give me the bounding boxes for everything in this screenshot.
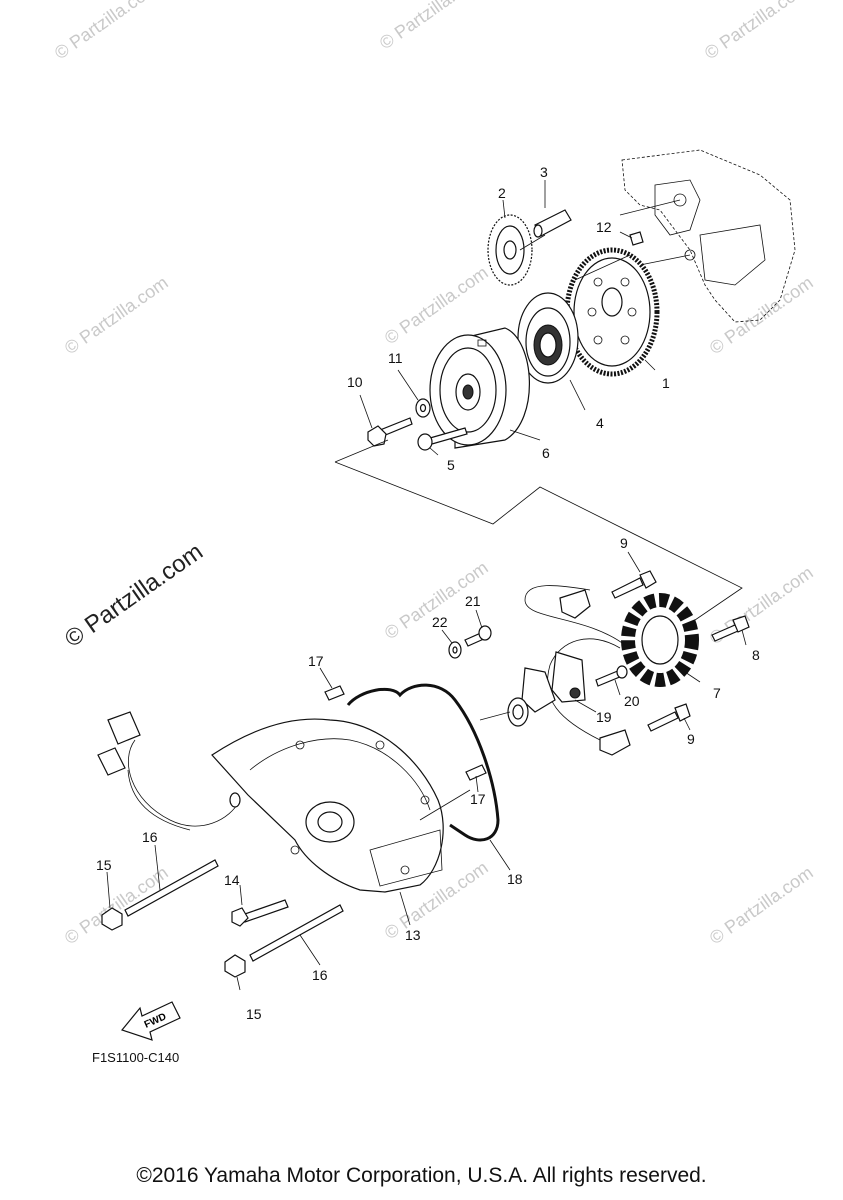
part-18-gasket: [346, 683, 500, 842]
callout-18: 18: [507, 871, 523, 887]
part-5-bolt: [417, 427, 468, 451]
watermark: © Partzilla.com: [701, 0, 812, 63]
guide-lines: [334, 234, 743, 621]
watermark: © Partzilla.com: [51, 0, 162, 63]
callout-20: 20: [624, 693, 640, 709]
harness: [97, 711, 241, 831]
callout-11: 11: [388, 350, 403, 366]
part-22-washer: [448, 641, 462, 659]
callout-19: 19: [596, 709, 612, 725]
diagram-code: F1S1100-C140: [92, 1050, 179, 1065]
callout-7: 7: [713, 685, 721, 701]
part-21-bolt: [464, 625, 492, 647]
watermark: © Partzilla.com: [61, 272, 172, 358]
part-17-dowel-upper: [324, 685, 345, 701]
stator-wiring: [524, 585, 631, 756]
callout-17-lower: 17: [470, 791, 486, 807]
part-2-gear: [487, 214, 533, 286]
part-15-nut-lower: [224, 954, 246, 978]
part-14-bolt: [231, 899, 289, 927]
callout-17-upper: 17: [308, 653, 324, 669]
watermark: © Partzilla.com: [706, 272, 817, 358]
part-17-dowel-lower: [465, 764, 487, 781]
callout-12: 12: [596, 219, 612, 235]
callout-6: 6: [542, 445, 550, 461]
watermark-main: © Partzilla.com: [60, 538, 208, 653]
callout-8: 8: [752, 647, 760, 663]
callout-1: 1: [662, 375, 670, 391]
watermark: © Partzilla.com: [61, 862, 172, 948]
callout-16-upper: 16: [142, 829, 158, 845]
callout-9-upper: 9: [620, 535, 628, 551]
part-12-key: [629, 231, 644, 246]
part-16-stud-lower: [249, 904, 344, 962]
callout-labels: 1 2 3 4 5 6 7 8 9 9 10 11 12 13 14 15 15…: [96, 164, 760, 1022]
callout-21: 21: [465, 593, 481, 609]
part-1-large-gear: [564, 247, 660, 377]
callout-4: 4: [596, 415, 604, 431]
part-15-nut-upper: [101, 907, 123, 931]
callout-9-lower: 9: [687, 731, 695, 747]
part-7-stator: [621, 593, 699, 687]
watermark: © Partzilla.com: [376, 0, 487, 53]
part-10-bolt: [367, 417, 413, 447]
callout-14: 14: [224, 872, 240, 888]
callout-15-upper: 15: [96, 857, 112, 873]
callout-13: 13: [405, 927, 421, 943]
part-4-starter-clutch: [517, 292, 579, 384]
fwd-arrow-icon: FWD: [120, 1001, 181, 1041]
copyright-footer: ©2016 Yamaha Motor Corporation, U.S.A. A…: [136, 1164, 707, 1187]
part-3-pin: [533, 209, 572, 238]
callout-2: 2: [498, 185, 506, 201]
callout-3: 3: [540, 164, 548, 180]
crankcase-outline: [619, 149, 796, 323]
part-9-bolt-lower: [647, 703, 691, 732]
part-19-grommet: [479, 667, 556, 727]
part-6-rotor: [429, 327, 530, 449]
part-11-washer: [415, 398, 431, 418]
callout-16-lower: 16: [312, 967, 328, 983]
part-8-bolt: [711, 615, 750, 642]
watermark: © Partzilla.com: [706, 862, 817, 948]
leader-lines: [106, 180, 747, 991]
part-20-screw: [595, 665, 628, 687]
part-13-crankcase-cover: [211, 718, 471, 893]
part-9-bolt-upper: [611, 570, 657, 599]
callout-22: 22: [432, 614, 448, 630]
callout-15-lower: 15: [246, 1006, 262, 1022]
part-16-stud-upper: [124, 859, 219, 917]
callout-10: 10: [347, 374, 363, 390]
callout-5: 5: [447, 457, 455, 473]
